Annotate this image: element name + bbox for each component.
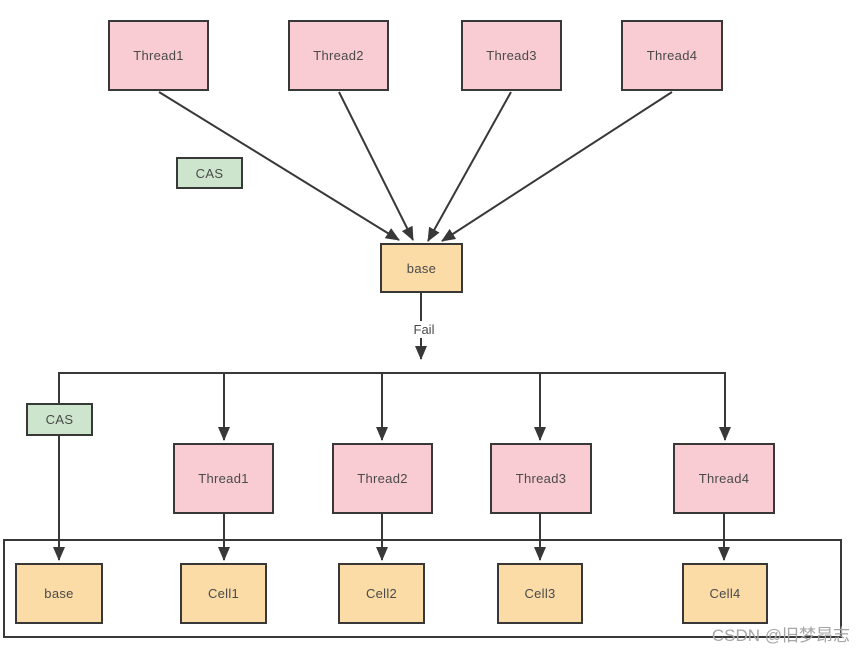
tier2-thread-4-label: Thread4	[698, 471, 750, 486]
arrow-thread1-to-base	[158, 91, 400, 241]
cas-top-label: CAS	[195, 165, 224, 181]
top-thread-4-box: Thread4	[621, 20, 723, 91]
tier2-thread-1-label: Thread1	[198, 471, 249, 486]
tier2-thread-4-box: Thread4	[673, 443, 775, 514]
cell-4-box: Cell4	[682, 563, 768, 624]
arrow-thread3-to-base	[427, 91, 512, 242]
cell-2-box: Cell2	[338, 563, 425, 624]
top-thread-2-label: Thread2	[313, 48, 364, 63]
cas-bottom-label: CAS	[45, 412, 74, 427]
cell-base-label: base	[44, 586, 74, 601]
arrow-thread2-to-base	[338, 91, 414, 241]
top-thread-1-box: Thread1	[108, 20, 209, 91]
cell-2-label: Cell2	[365, 586, 398, 601]
top-thread-3-box: Thread3	[461, 20, 562, 91]
arrow-thread4-to-base	[441, 91, 673, 242]
cell-1-box: Cell1	[180, 563, 267, 624]
top-thread-4-label: Thread4	[646, 48, 698, 63]
tier2-thread-1-box: Thread1	[173, 443, 274, 514]
tier2-thread-2-label: Thread2	[357, 471, 408, 486]
tier2-thread-3-box: Thread3	[490, 443, 592, 514]
base-node-label: base	[406, 260, 437, 276]
tier2-thread-3-label: Thread3	[515, 471, 567, 486]
cells-container-rect	[3, 539, 842, 638]
tier2-thread-2-box: Thread2	[332, 443, 433, 514]
cell-3-box: Cell3	[497, 563, 583, 624]
cas-top-box: CAS	[176, 157, 243, 189]
fail-edge-label: Fail	[404, 321, 444, 338]
cell-4-label: Cell4	[709, 586, 741, 601]
cell-base-box: base	[15, 563, 103, 624]
cell-1-label: Cell1	[207, 586, 240, 601]
top-thread-2-box: Thread2	[288, 20, 389, 91]
watermark-text: CSDN @旧梦昂志	[711, 626, 850, 645]
base-node-box: base	[380, 243, 463, 293]
cas-bottom-box: CAS	[26, 403, 93, 436]
cell-3-label: Cell3	[524, 586, 556, 601]
top-thread-3-label: Thread3	[486, 48, 537, 63]
top-thread-1-label: Thread1	[133, 48, 184, 63]
